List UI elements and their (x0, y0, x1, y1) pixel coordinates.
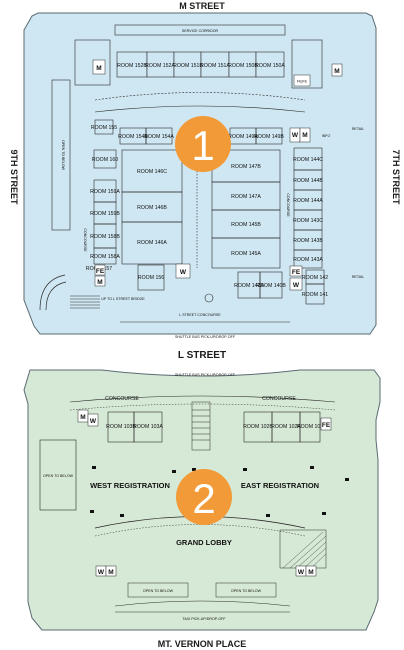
restroom-fe-icon-2: FE (96, 268, 105, 275)
retail-label-b: RETAIL (352, 275, 364, 279)
l2-restroom-w-icon-3: W (298, 569, 305, 576)
l2-restroom-m-icon-3: M (308, 569, 313, 576)
room-101: ROOM 101 (297, 424, 323, 430)
l2-restroom-fe-icon: FE (322, 422, 331, 429)
room-146b: ROOM 146B (137, 205, 167, 211)
east-registration-label: EAST REGISTRATION (241, 481, 319, 490)
room-140b: ROOM 140B (256, 283, 286, 289)
room-152a: ROOM 152A (145, 63, 175, 69)
level-1-concourse-arc (94, 92, 306, 101)
m-street-label: M STREET (179, 1, 225, 11)
room-149b: ROOM 149B (254, 134, 284, 140)
restroom-m-icon-3: M (302, 132, 307, 139)
room-154b: ROOM 154B (118, 134, 148, 140)
room-146c: ROOM 146C (137, 169, 167, 175)
level-1-escalator (70, 295, 100, 309)
restroom-fe-icon: FE|FE (297, 80, 308, 84)
room-150a: ROOM 150A (255, 63, 285, 69)
open-below-bottom-left: OPEN TO BELOW (143, 589, 174, 593)
restroom-w-icon-3: W (293, 282, 300, 289)
room-150b: ROOM 150B (228, 63, 258, 69)
up-to-bridge-label: UP TO L STREET BRIDGE (101, 297, 145, 301)
level-1-badge-number: 1 (191, 122, 214, 169)
room-103b: ROOM 103B (106, 424, 136, 430)
level-1-floor-outline (23, 12, 377, 335)
room-152b: ROOM 152B (117, 63, 147, 69)
top-room-row (116, 51, 285, 78)
7th-street-label: 7TH STREET (391, 149, 401, 205)
l2-restroom-w-icon: W (90, 418, 97, 425)
mt-vernon-place-label: MT. VERNON PLACE (158, 639, 247, 649)
room-155: ROOM 155 (91, 125, 117, 131)
registration-markers (90, 466, 349, 517)
l-street-concourse-label: L STREET CONCOURSE (179, 313, 221, 317)
room-143c: ROOM 143C (293, 218, 323, 224)
room-160: ROOM 160 (92, 157, 118, 163)
room-144b: ROOM 144B (293, 178, 323, 184)
room-141: ROOM 141 (302, 292, 328, 298)
room-158b: ROOM 158B (90, 234, 120, 240)
level-2-badge-number: 2 (192, 475, 215, 522)
grand-lobby-label: GRAND LOBBY (176, 538, 232, 547)
service-corridor-label: SERVICE CORRIDOR (182, 29, 219, 33)
room-102b: ROOM 102B (243, 424, 273, 430)
l2-restroom-w-icon-2: W (98, 569, 105, 576)
level-2-badge (176, 469, 232, 525)
level-2-central-escalator (191, 401, 211, 451)
room-147b: ROOM 147B (231, 164, 261, 170)
room-159a: ROOM 159A (90, 189, 120, 195)
restroom-w-icon: W (292, 132, 299, 139)
west-registration-label: WEST REGISTRATION (90, 481, 170, 490)
room-151a: ROOM 151A (200, 63, 230, 69)
restroom-m-icon-2: M (334, 68, 339, 75)
room-149a: ROOM 149A (228, 134, 258, 140)
room-146a: ROOM 146A (137, 240, 167, 246)
room-144a: ROOM 144A (293, 198, 323, 204)
level-1-spiral-stair (39, 274, 66, 311)
taxi-label: TAXI PICK-UP/DROP-OFF (182, 617, 226, 621)
room-143b: ROOM 143B (293, 238, 323, 244)
room-140a: ROOM 140A (234, 283, 264, 289)
level-2-shuttle-label: SHUTTLE BUS PICK-UP/DROP-OFF (175, 373, 236, 377)
center-hall-block (121, 149, 281, 269)
level-1-open-to-below: OPEN TO BELOW (61, 140, 65, 171)
restroom-m-icon-4: M (97, 279, 102, 286)
room-147a: ROOM 147A (231, 194, 261, 200)
concourse-left-label: CONCOURSE (105, 396, 139, 402)
room-159b: ROOM 159B (90, 211, 120, 217)
l-street-label: L STREET (178, 350, 226, 361)
room-151b: ROOM 151B (173, 63, 203, 69)
level-1-badge (175, 116, 231, 172)
restroom-m-icon: M (96, 65, 101, 72)
level-1-concourse-vertical: CONCOURSE (83, 228, 87, 252)
9th-street-label: 9TH STREET (9, 149, 19, 205)
room-102a: ROOM 102A (271, 424, 301, 430)
l2-restroom-m-icon: M (80, 414, 85, 421)
level-1-concourse-right-vertical: CONCOURSE (286, 193, 290, 217)
room-144c: ROOM 144C (293, 157, 323, 163)
room-154a: ROOM 154A (144, 134, 174, 140)
restroom-fe-icon-3: FE (292, 269, 301, 276)
restroom-w-icon-2: W (180, 269, 187, 276)
room-103a: ROOM 103A (133, 424, 163, 430)
room-145b: ROOM 145B (231, 222, 261, 228)
level-1-shuttle-label: SHUTTLE BUS PICK-UP/DROP-OFF (175, 335, 236, 339)
open-below-bottom-right: OPEN TO BELOW (231, 589, 262, 593)
room-156: ROOM 156 (138, 275, 164, 281)
level-2-open-to-below: OPEN TO BELOW (43, 474, 74, 478)
room-145a: ROOM 145A (231, 251, 261, 257)
room-158a: ROOM 158A (90, 254, 120, 260)
info-label: INFO (322, 134, 331, 138)
room-142: ROOM 142 (302, 275, 328, 281)
concourse-right-label: CONCOURSE (262, 396, 296, 402)
room-143a: ROOM 143A (293, 257, 323, 263)
l2-restroom-m-icon-2: M (108, 569, 113, 576)
retail-label-a: RETAIL (352, 127, 364, 131)
